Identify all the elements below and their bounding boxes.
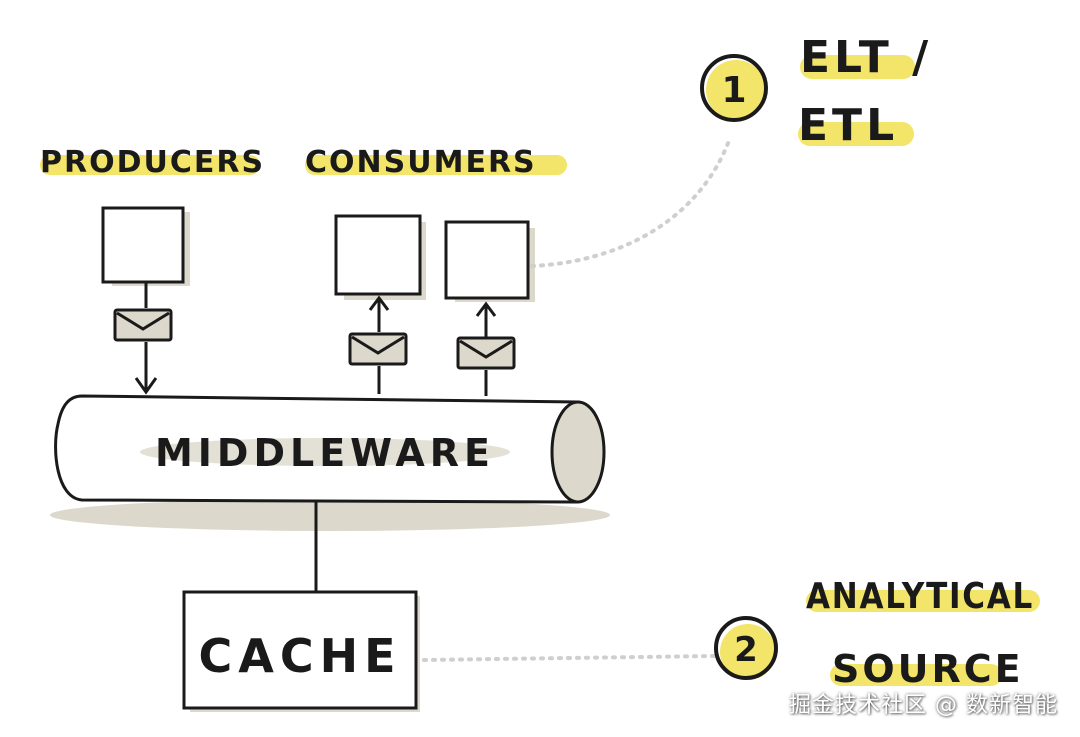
- callout-1-highlight-1: [800, 55, 915, 79]
- callout-2-circle-fill: [720, 624, 776, 680]
- callout-1-highlight-2: [798, 122, 914, 146]
- callout-2-circle: [714, 616, 778, 680]
- callout-1: 1 ELT / ETL: [700, 32, 932, 151]
- consumer-2-message-envelope-icon: [456, 336, 516, 370]
- producers-label: PRODUCERS: [40, 145, 265, 180]
- producer-message-envelope-icon: [113, 308, 173, 342]
- producers-highlight: [40, 155, 260, 175]
- callout-2-dotted-connector: [422, 654, 716, 662]
- consumer-box-2: [444, 220, 535, 302]
- consumer-box-1: [334, 214, 426, 300]
- consumers-header: CONSUMERS: [305, 145, 567, 180]
- cache-box: CACHE: [182, 590, 420, 712]
- producer-box-frame: [101, 206, 185, 284]
- middleware-pipe: MIDDLEWARE: [50, 394, 610, 531]
- callout-1-circle: [700, 54, 768, 122]
- consumers-label: CONSUMERS: [305, 145, 537, 180]
- callout-2-highlight-2: [830, 664, 1002, 686]
- cache-label: CACHE: [198, 629, 401, 683]
- consumer-2-up-arrow-icon: [475, 301, 497, 338]
- callout-1-line-1: ELT /: [800, 32, 932, 83]
- producer-box: [101, 206, 190, 286]
- middleware-label: MIDDLEWARE: [155, 431, 495, 475]
- consumer-box-1-frame: [334, 214, 422, 296]
- callout-1-line-2: ETL: [798, 100, 898, 151]
- middleware-label-wash: [140, 438, 510, 466]
- producer-down-arrow-icon: [134, 342, 158, 395]
- watermark: 掘金技术社区 @ 数新智能: [789, 693, 1058, 718]
- callout-1-number: 1: [721, 70, 746, 111]
- callout-1-dotted-connector: [530, 136, 732, 268]
- cache-box-frame: [182, 590, 418, 710]
- consumer-box-2-frame: [444, 220, 530, 300]
- middleware-end-cap: [550, 400, 606, 504]
- middleware-shadow: [50, 499, 610, 531]
- consumers-highlight: [305, 155, 567, 175]
- consumer-1-message-envelope-icon: [348, 332, 408, 366]
- callout-2-line-1: ANALYTICAL: [806, 576, 1034, 617]
- callout-1-circle-fill: [706, 60, 766, 120]
- callout-2-number: 2: [734, 630, 758, 670]
- consumer-1-up-arrow-icon: [368, 295, 390, 332]
- callout-2-highlight-1: [806, 590, 1040, 612]
- callout-2-line-2: SOURCE: [832, 647, 1024, 691]
- producers-header: PRODUCERS: [40, 145, 265, 180]
- callout-2: 2 ANALYTICAL SOURCE: [714, 576, 1040, 691]
